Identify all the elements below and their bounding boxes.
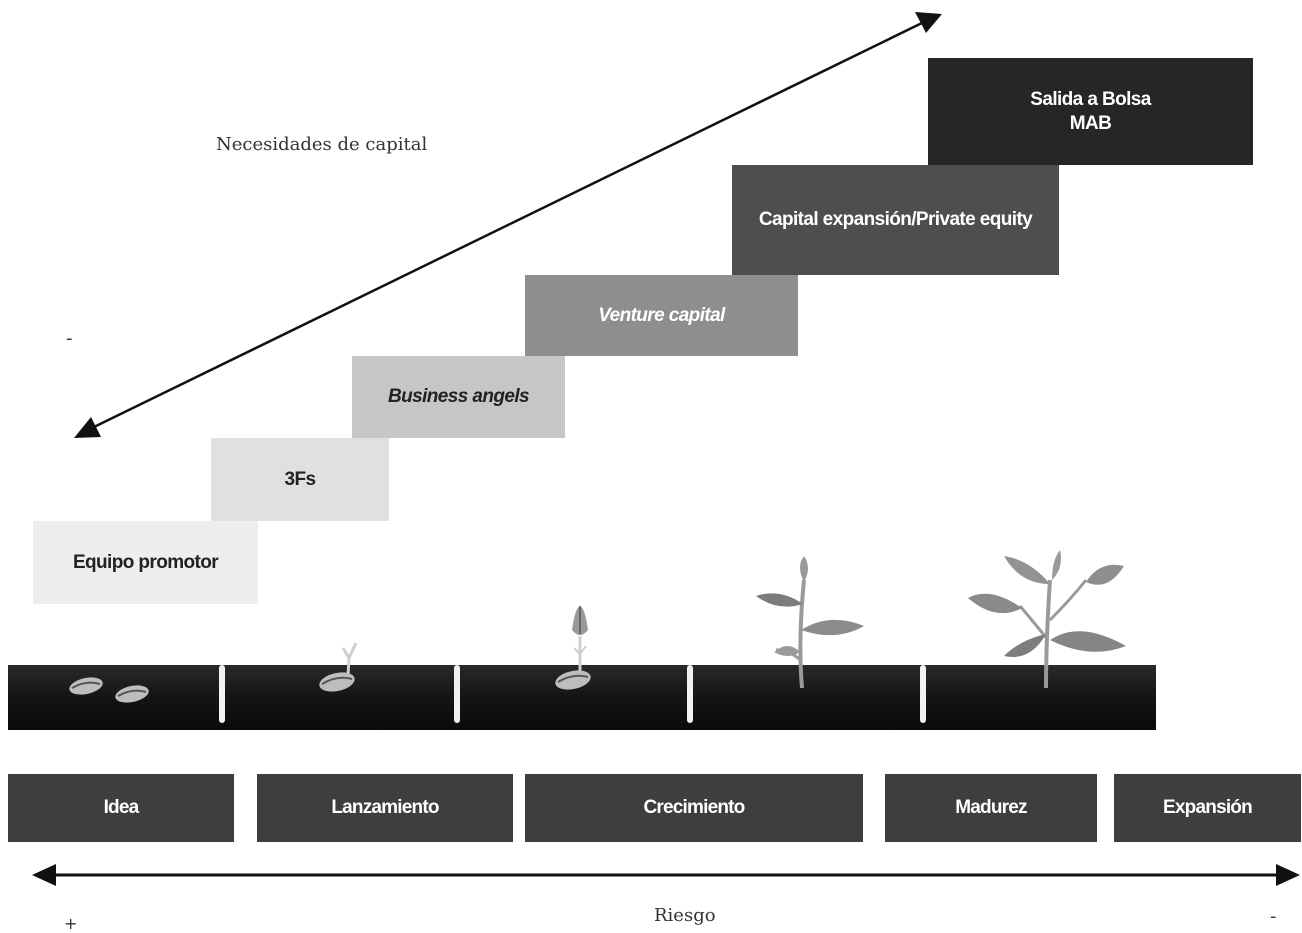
young-plant-icon bbox=[756, 556, 864, 689]
stage-madurez: Madurez bbox=[885, 774, 1097, 842]
mature-plant-icon bbox=[968, 550, 1126, 689]
stage-lanzamiento: Lanzamiento bbox=[257, 774, 513, 842]
risk-plus-sign: + bbox=[64, 914, 78, 933]
step-capital-expansion: Capital expansión/Private equity bbox=[732, 165, 1059, 275]
soil-divider bbox=[920, 665, 926, 723]
soil-divider bbox=[454, 665, 460, 723]
capital-needs-arrow bbox=[74, 12, 942, 438]
stage-crecimiento: Crecimiento bbox=[525, 774, 863, 842]
step-salida-a-bolsa: Salida a Bolsa MAB bbox=[928, 58, 1253, 165]
seed-icon bbox=[69, 677, 149, 703]
soil-divider bbox=[687, 665, 693, 723]
step-venture-capital: Venture capital bbox=[525, 275, 798, 356]
step-business-angels: Business angels bbox=[352, 356, 565, 438]
stage-idea: Idea bbox=[8, 774, 234, 842]
soil-divider bbox=[219, 665, 225, 723]
risk-minus-sign: - bbox=[1270, 906, 1277, 927]
sprout-icon bbox=[319, 642, 358, 692]
bud-icon bbox=[555, 606, 591, 690]
stage-expansion: Expansión bbox=[1114, 774, 1301, 842]
risk-arrow bbox=[32, 864, 1300, 886]
risk-label: Riesgo bbox=[654, 905, 716, 926]
capital-needs-label: Necesidades de capital bbox=[216, 134, 428, 155]
capital-minus-sign: - bbox=[66, 328, 73, 349]
step-equipo-promotor: Equipo promotor bbox=[33, 521, 258, 604]
step-3fs: 3Fs bbox=[211, 438, 389, 521]
